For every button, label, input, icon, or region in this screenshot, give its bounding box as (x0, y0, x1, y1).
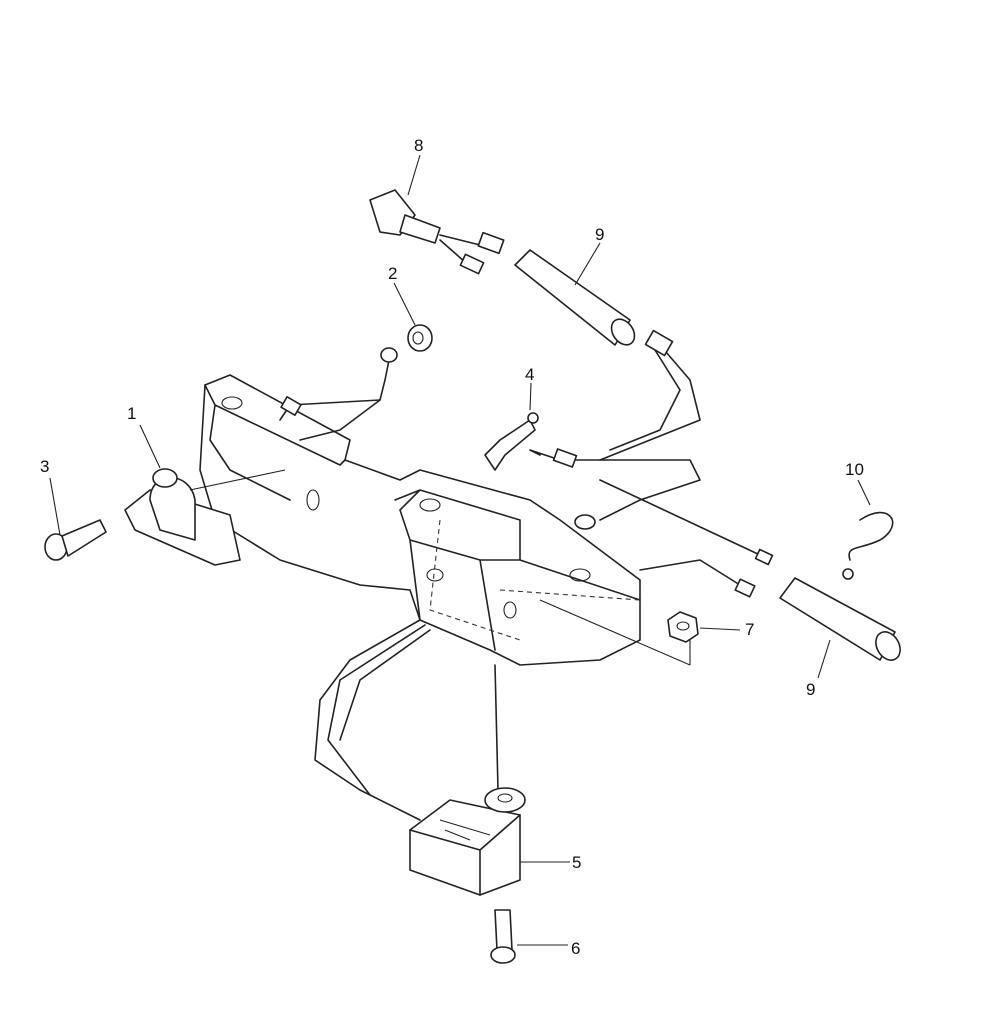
part-2-grommet (407, 324, 433, 352)
part-5-sensor (409, 787, 526, 896)
callout-4: 4 (525, 365, 534, 384)
callout-8: 8 (414, 136, 423, 155)
part-4-clamp (484, 412, 539, 471)
callout-5: 5 (572, 853, 581, 872)
callout-2: 2 (388, 264, 397, 283)
part-1-switch (124, 468, 286, 566)
part-6-bolt (490, 909, 516, 964)
callout-9-lower: 9 (806, 680, 815, 699)
part-9-tube-lower (779, 577, 901, 661)
callout-6: 6 (571, 939, 580, 958)
part-3-screw (44, 519, 107, 561)
leader-lines (49, 154, 871, 946)
bracket-assembly (199, 374, 641, 666)
callout-7: 7 (745, 620, 754, 639)
wire-harness (279, 329, 774, 821)
part-10-clip (842, 511, 894, 580)
part-9-tube-upper (514, 249, 636, 346)
callout-9-upper: 9 (595, 225, 604, 244)
callout-10: 10 (845, 460, 864, 479)
callout-3: 3 (40, 457, 49, 476)
part-7-nut (667, 611, 699, 643)
callout-1: 1 (127, 404, 136, 423)
part-8-connector (369, 189, 505, 275)
